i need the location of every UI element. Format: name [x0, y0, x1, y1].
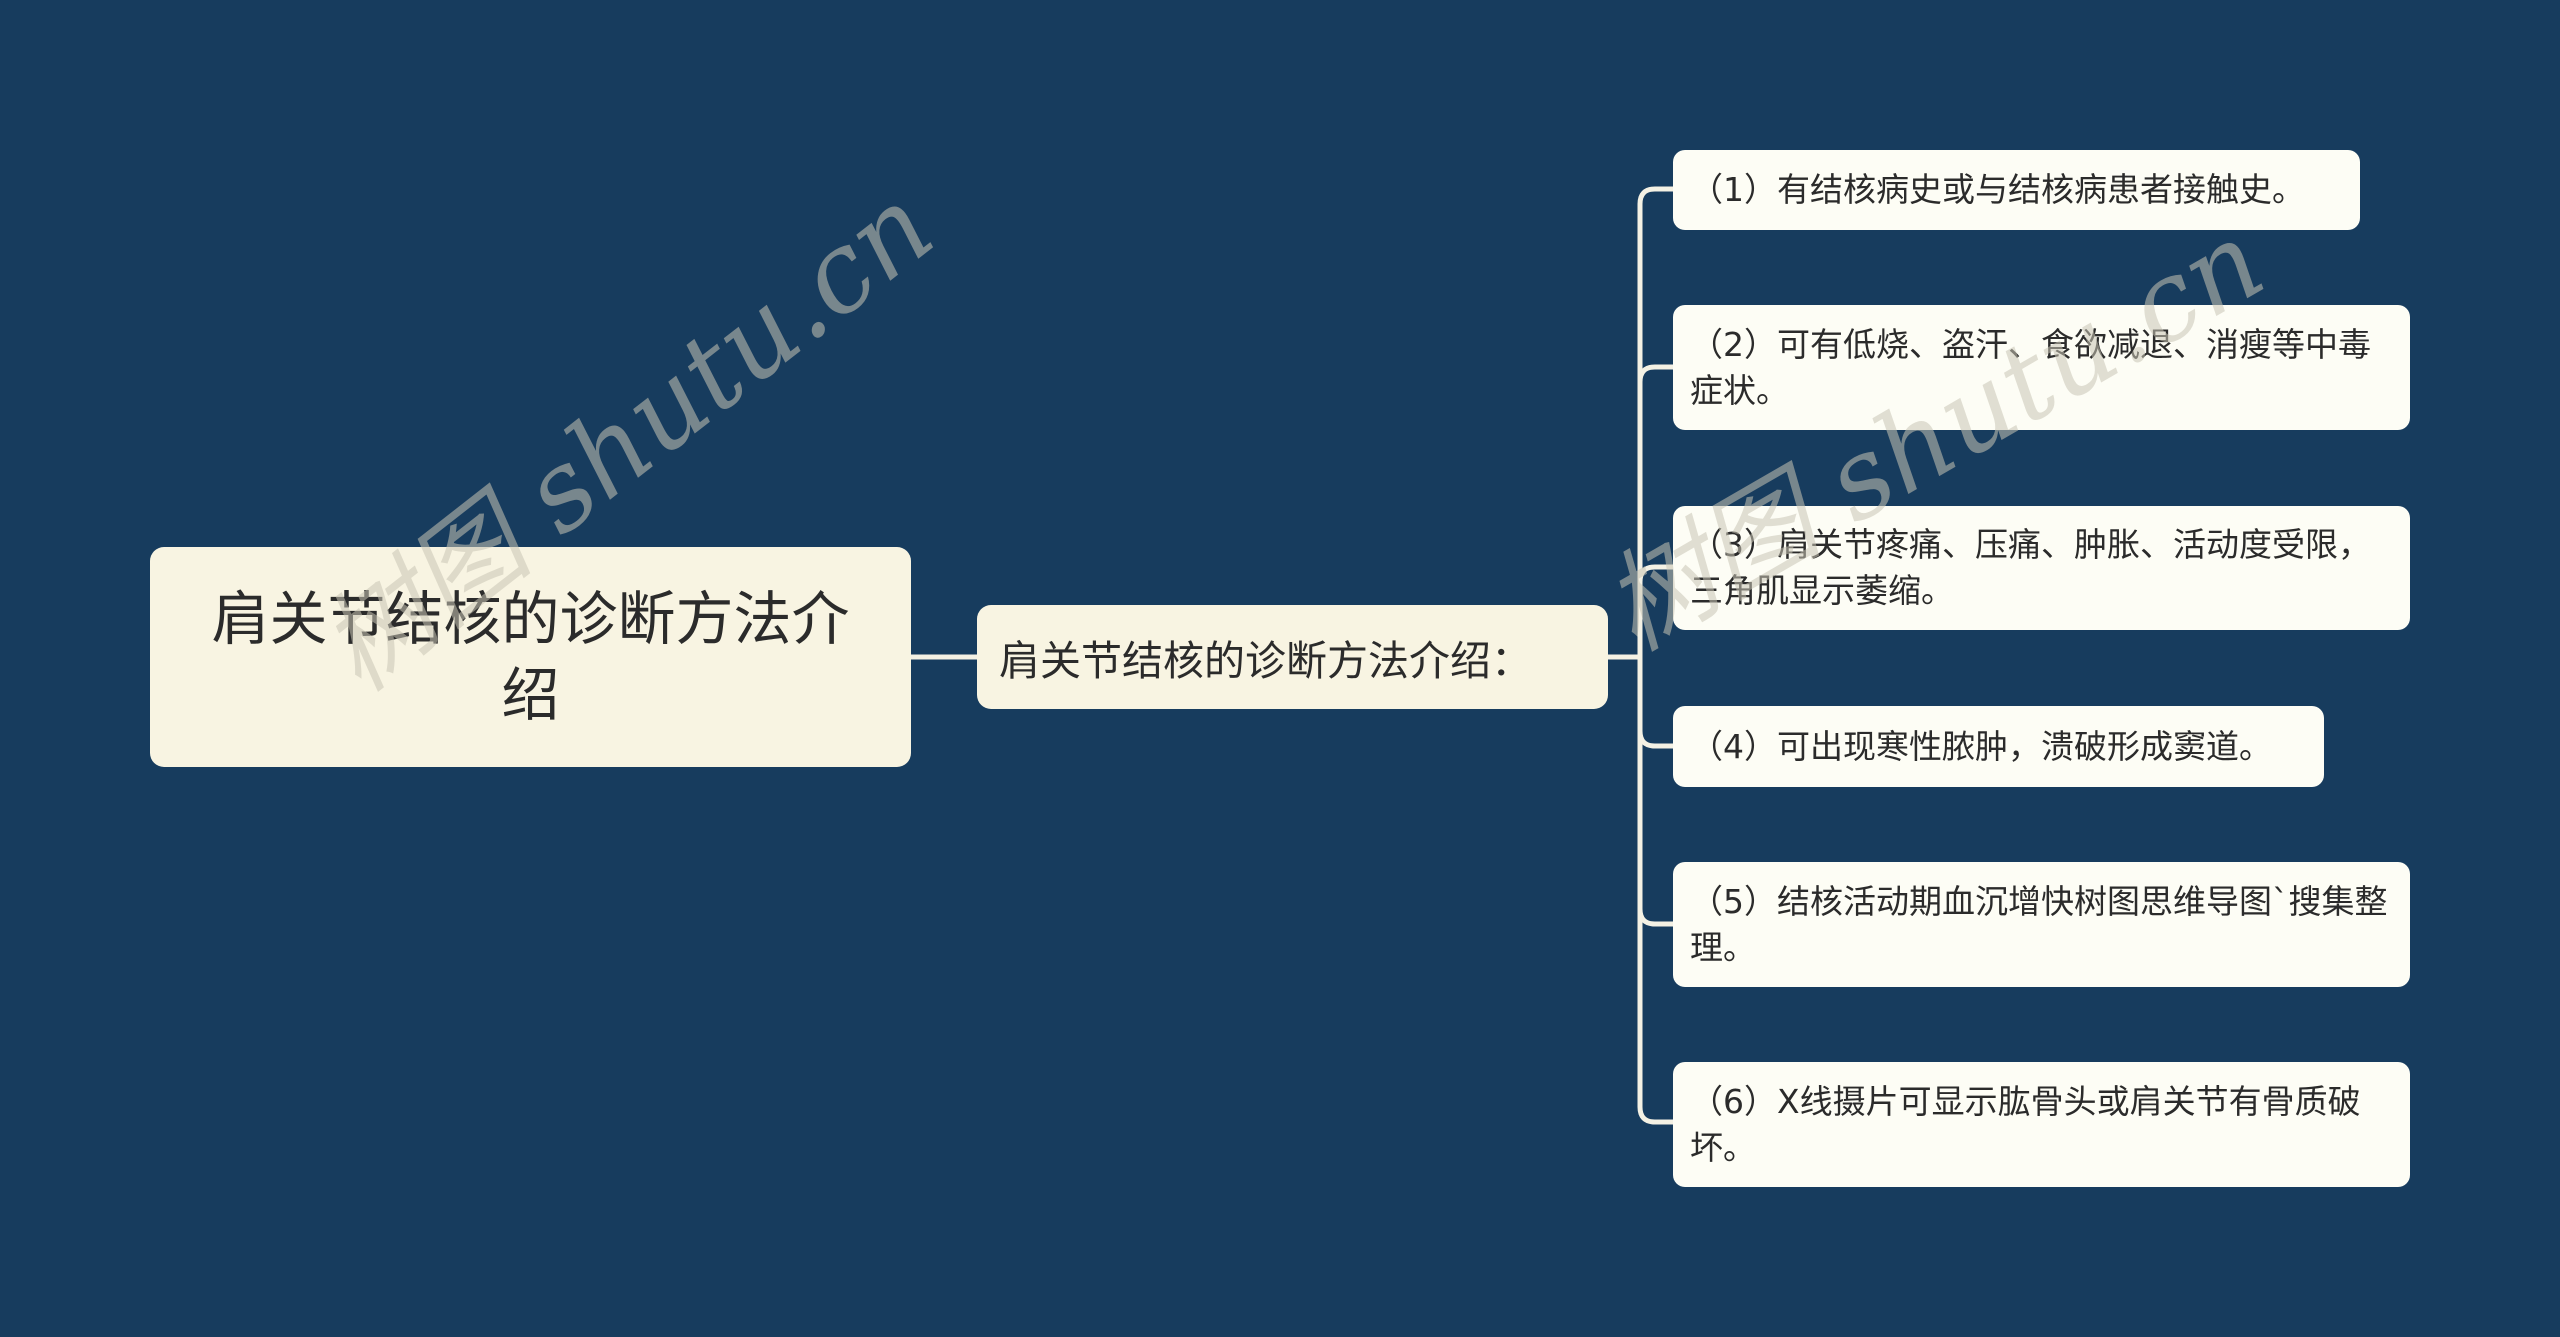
leaf-node-2[interactable]: （2）可有低烧、盗汗、食欲减退、消瘦等中毒症状。: [1673, 305, 2410, 430]
leaf-node-1[interactable]: （1）有结核病史或与结核病患者接触史。: [1673, 150, 2360, 230]
branch-node[interactable]: 肩关节结核的诊断方法介绍：: [977, 605, 1608, 709]
connector-leaf-1: [1637, 186, 1675, 657]
connector-leaf-4: [1637, 657, 1675, 749]
leaf-node-label: （1）有结核病史或与结核病患者接触史。: [1690, 170, 2305, 209]
leaf-node-label: （3）肩关节疼痛、压痛、肿胀、活动度受限，三角肌显示萎缩。: [1690, 525, 2371, 610]
leaf-node-3[interactable]: （3）肩关节疼痛、压痛、肿胀、活动度受限，三角肌显示萎缩。: [1673, 506, 2410, 630]
connector-leaf-5: [1637, 657, 1675, 927]
leaf-node-label: （2）可有低烧、盗汗、食欲减退、消瘦等中毒症状。: [1690, 324, 2371, 410]
leaf-node-6[interactable]: （6）X线摄片可显示肱骨头或肩关节有骨质破坏。: [1673, 1062, 2410, 1187]
leaf-node-5[interactable]: （5）结核活动期血沉增快树图思维导图`搜集整理。: [1673, 862, 2410, 987]
root-node-label: 肩关节结核的诊断方法介绍: [211, 585, 850, 729]
connector-leaf-3: [1637, 564, 1675, 657]
connector-leaf-6: [1637, 657, 1675, 1125]
leaf-node-label: （6）X线摄片可显示肱骨头或肩关节有骨质破坏。: [1690, 1081, 2361, 1167]
branch-node-label: 肩关节结核的诊断方法介绍：: [999, 637, 1532, 685]
leaf-node-label: （5）结核活动期血沉增快树图思维导图`搜集整理。: [1690, 881, 2388, 967]
root-node[interactable]: 肩关节结核的诊断方法介绍: [150, 547, 911, 767]
leaf-node-4[interactable]: （4）可出现寒性脓肿，溃破形成窦道。: [1673, 706, 2324, 787]
connector-leaf-2: [1637, 364, 1675, 657]
leaf-node-label: （4）可出现寒性脓肿，溃破形成窦道。: [1690, 726, 2272, 766]
